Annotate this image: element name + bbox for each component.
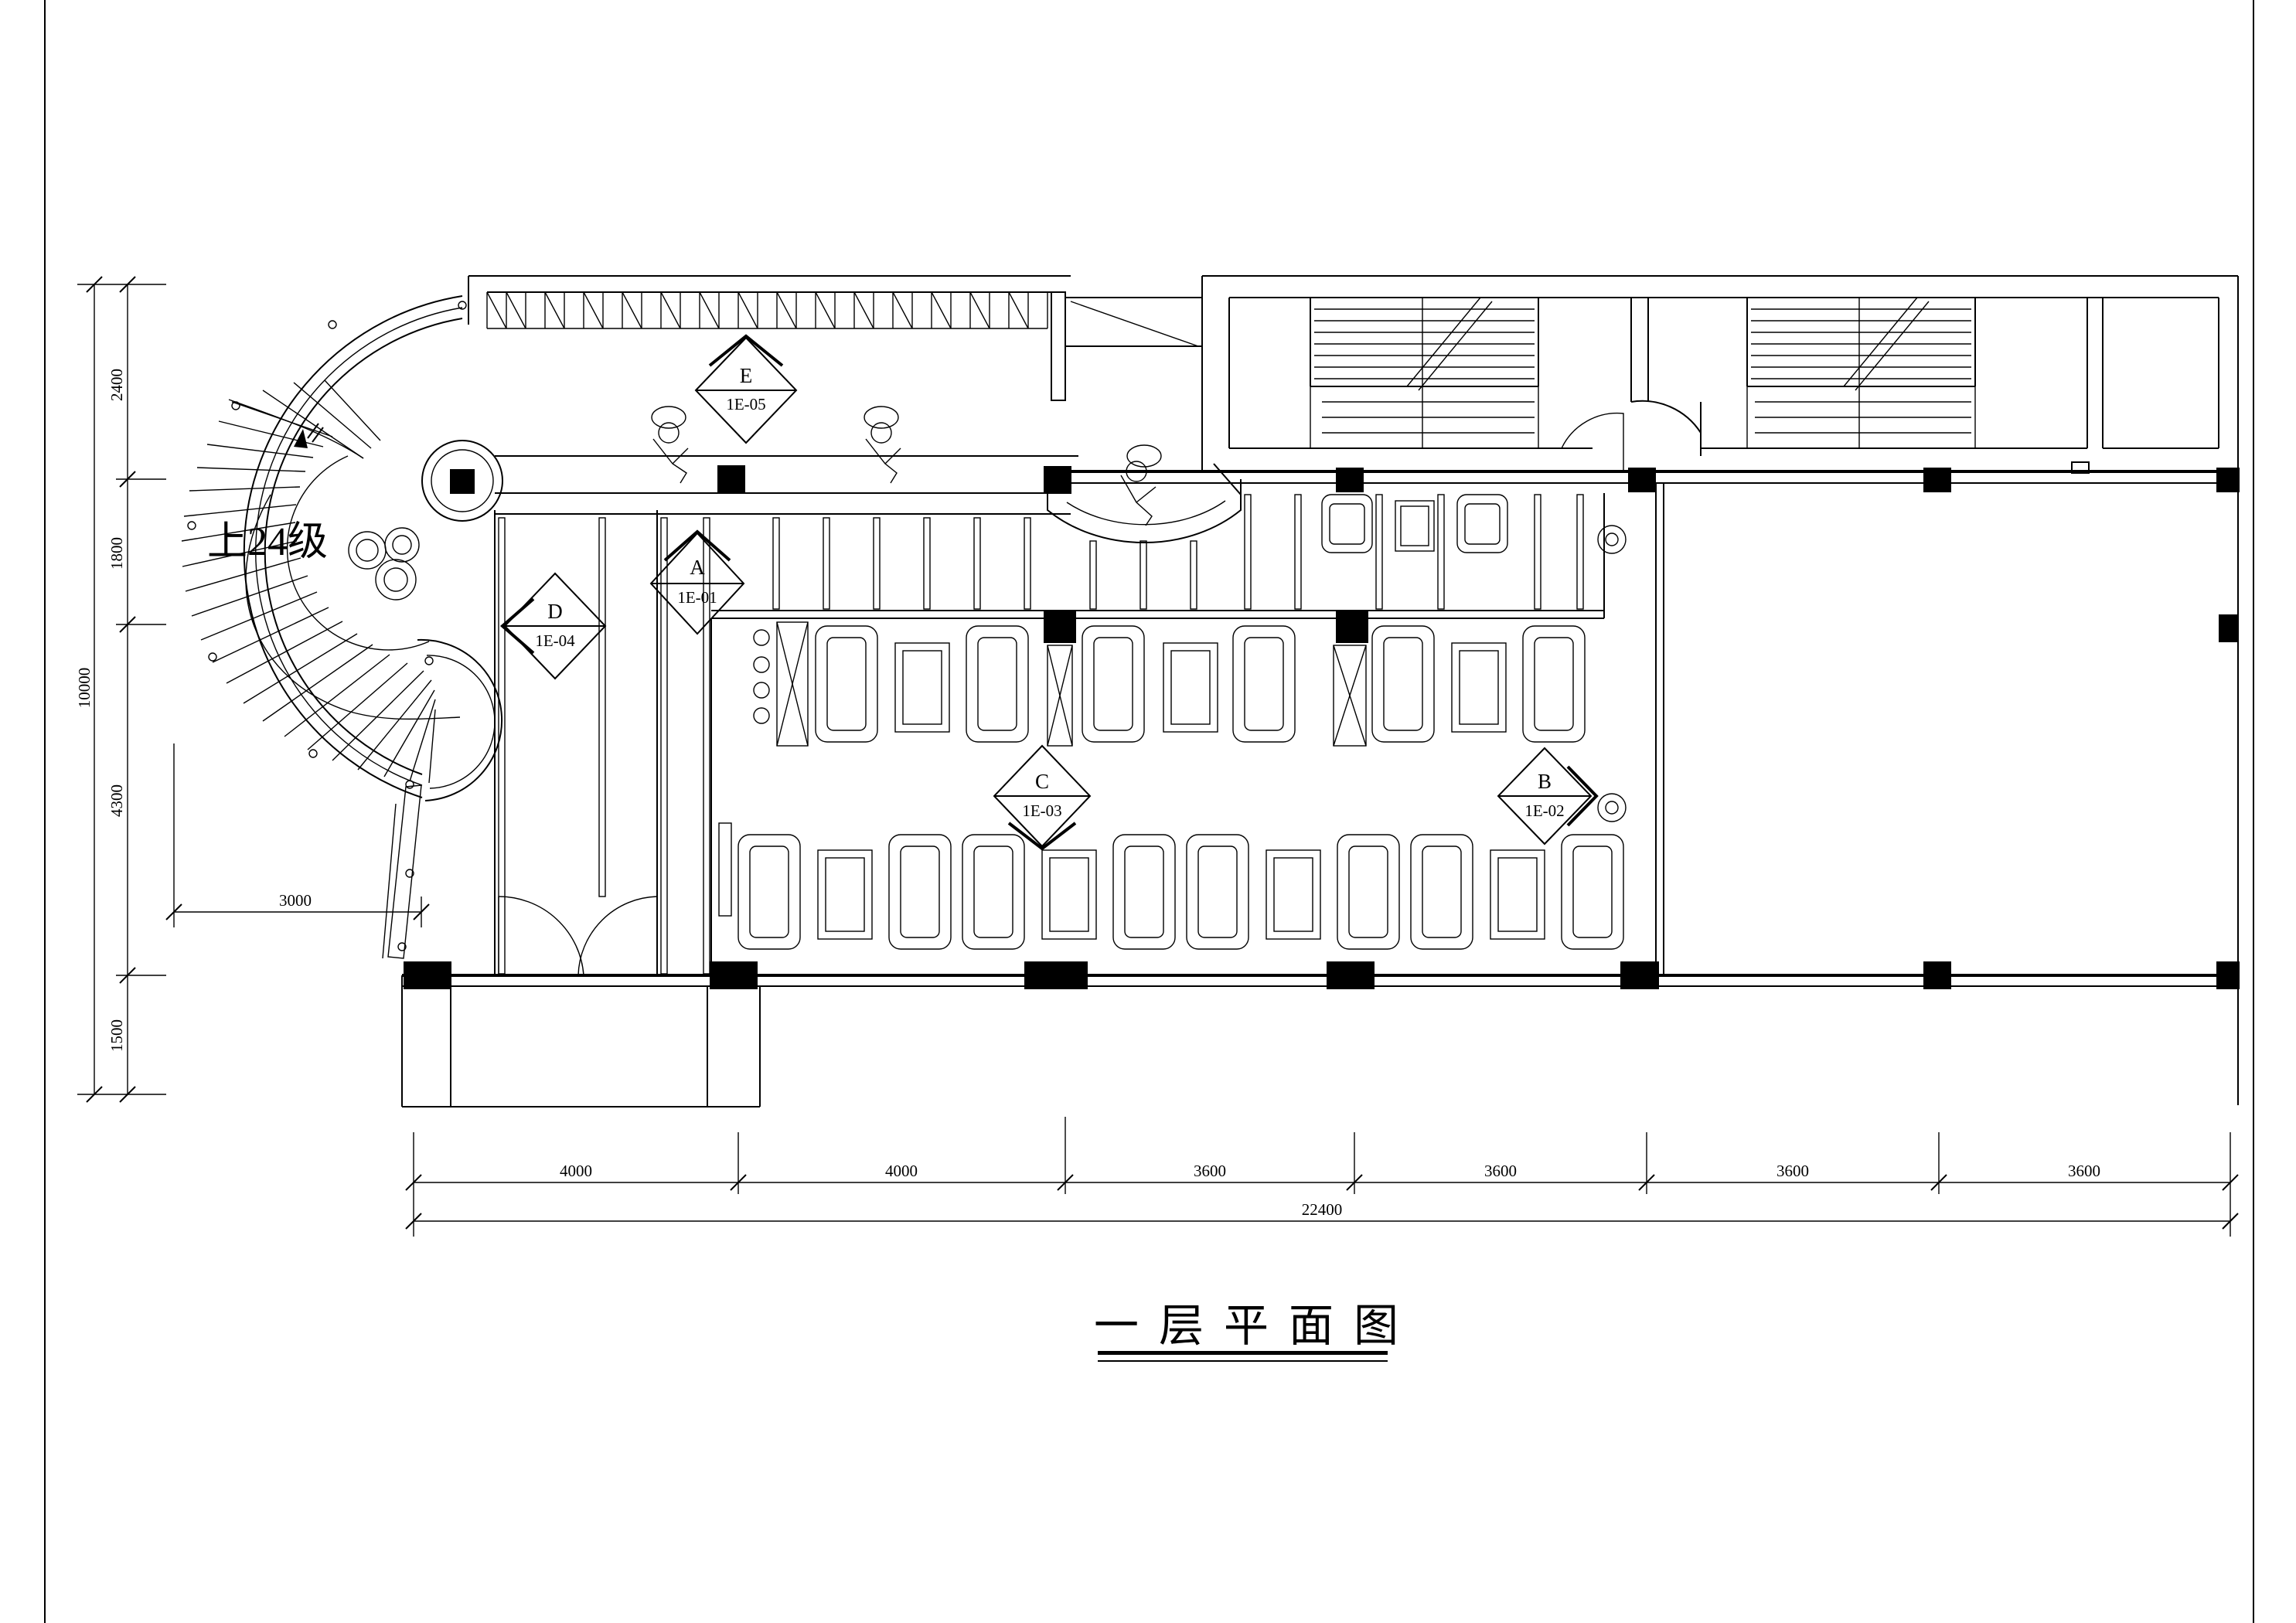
dim-v-1800: 1800 bbox=[107, 537, 126, 570]
dim-h-total: 22400 bbox=[1302, 1200, 1343, 1219]
tag-c-letter: C bbox=[1035, 770, 1049, 793]
elevation-tag-d: D 1E-04 bbox=[499, 572, 607, 680]
elevation-tag-e: E 1E-05 bbox=[694, 334, 798, 444]
tag-e-letter: E bbox=[740, 364, 753, 387]
dim-v-4300: 4300 bbox=[107, 784, 126, 817]
title-underline-thick bbox=[1098, 1351, 1388, 1355]
tag-a-sheet: 1E-01 bbox=[677, 588, 717, 607]
elevation-tag-c: C 1E-03 bbox=[993, 744, 1092, 851]
terrace-dimension: 3000 bbox=[165, 743, 430, 927]
dim-v-total: 10000 bbox=[75, 668, 94, 709]
standing-figures bbox=[651, 406, 1162, 526]
dim-h-seg-1: 4000 bbox=[560, 1162, 592, 1180]
tag-c-sheet: 1E-03 bbox=[1022, 801, 1061, 820]
east-stair-blocks bbox=[1202, 275, 2239, 479]
drawing-title: 一层平面图 bbox=[1094, 1299, 1419, 1352]
tag-a-letter: A bbox=[690, 556, 705, 579]
sheet-border bbox=[44, 0, 2254, 1623]
tag-d-letter: D bbox=[547, 600, 563, 623]
tag-d-sheet: 1E-04 bbox=[535, 631, 575, 650]
structural-columns bbox=[404, 468, 2240, 989]
tag-b-letter: B bbox=[1538, 770, 1552, 793]
potted-plants bbox=[753, 525, 1627, 822]
furniture bbox=[718, 494, 1624, 950]
stair-up-label: 上24级 bbox=[207, 520, 328, 564]
tag-e-sheet: 1E-05 bbox=[726, 395, 765, 413]
east-stair1-treads bbox=[1310, 297, 1539, 448]
round-planter bbox=[348, 527, 420, 601]
east-stair2-treads bbox=[1746, 297, 1976, 448]
south-porch bbox=[401, 975, 761, 1108]
stair-treads bbox=[181, 379, 436, 784]
horizontal-dimension-chain: 4000 4000 3600 3600 3600 3600 22400 bbox=[405, 1117, 2239, 1237]
main-walls bbox=[402, 470, 2239, 1105]
elevation-tag-a: A 1E-01 bbox=[649, 529, 745, 635]
dim-v-1500: 1500 bbox=[107, 1019, 126, 1052]
vertical-dimension-chain: 2400 1800 4300 1500 10000 bbox=[75, 276, 166, 1103]
north-stair-treads bbox=[486, 291, 1048, 329]
dim-terrace-3000: 3000 bbox=[279, 891, 312, 910]
title-underline-thin bbox=[1098, 1360, 1388, 1362]
north-corridor bbox=[468, 275, 1203, 471]
dim-h-seg-3: 3600 bbox=[1194, 1162, 1226, 1180]
dim-v-2400: 2400 bbox=[107, 369, 126, 401]
stair-railing-posts bbox=[187, 301, 467, 951]
floor-strips bbox=[498, 494, 1584, 975]
elevation-tag-b: B 1E-02 bbox=[1497, 747, 1599, 846]
dim-h-seg-2: 4000 bbox=[885, 1162, 918, 1180]
dim-h-seg-4: 3600 bbox=[1484, 1162, 1517, 1180]
spiral-staircase: 上24级 bbox=[181, 295, 503, 959]
tag-b-sheet: 1E-02 bbox=[1524, 801, 1564, 820]
dim-h-seg-6: 3600 bbox=[2068, 1162, 2100, 1180]
dim-h-seg-5: 3600 bbox=[1777, 1162, 1809, 1180]
reception-counter bbox=[421, 440, 1242, 544]
entry-doors bbox=[498, 896, 658, 976]
